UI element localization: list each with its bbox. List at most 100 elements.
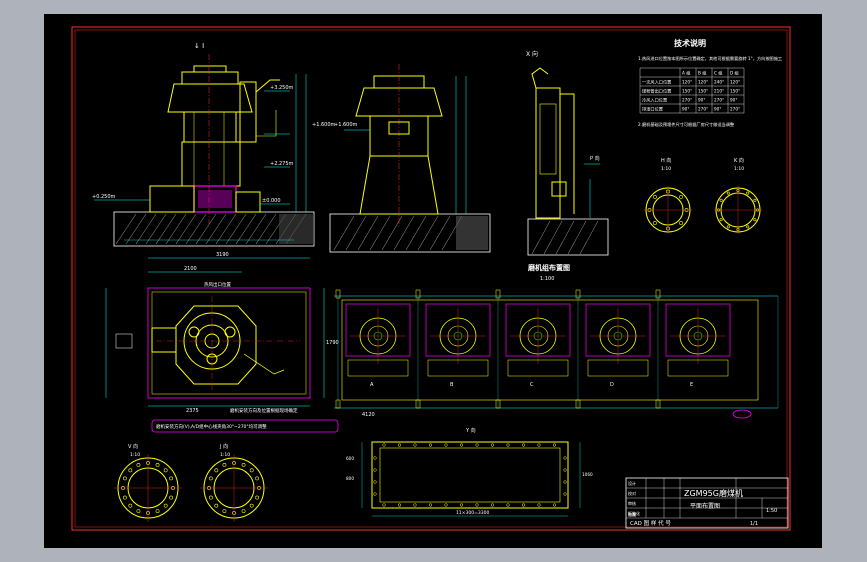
flange-hole xyxy=(373,468,377,472)
tech-note-1: 1.热风进口位置按本图所示位置确定，其他可根据需要旋转 1°，方向按图施工 xyxy=(638,55,782,62)
detail-j-title: J 向 xyxy=(219,443,228,450)
bolt-hole xyxy=(209,476,213,481)
bolt-hole xyxy=(653,221,657,225)
mill-group-layout: 磨机组布置图 1:100 A B C D E 4120 xyxy=(334,263,779,419)
cad-drawing-canvas[interactable]: ↓ Ⅰ +3.250m +1.600m +2.275m +0.250m ±0.0… xyxy=(44,14,822,548)
bolt-hole xyxy=(249,468,254,473)
flange-dim-t1: 600 xyxy=(346,456,354,461)
column-label-a: A xyxy=(370,382,374,388)
flange-hole xyxy=(563,456,567,460)
detail-v-scale: 1:10 xyxy=(130,452,140,458)
column-label-e: E xyxy=(690,382,693,388)
table-cell: 240° xyxy=(714,80,724,85)
flange-hole xyxy=(490,503,495,507)
bolt-hole xyxy=(163,503,168,508)
bolt-hole xyxy=(719,218,723,222)
bolt-hole xyxy=(123,476,127,481)
mill-unit-base xyxy=(427,359,489,377)
bolt-hole xyxy=(128,503,133,508)
table-cell: 270° xyxy=(714,98,724,103)
column-label-b: B xyxy=(450,382,454,388)
flange-hole xyxy=(563,492,567,496)
table-cell: 煤粉管出口位置 xyxy=(642,88,671,95)
flange-hole xyxy=(428,443,433,447)
flange-hole xyxy=(373,492,377,496)
plan-direction-note: 磨机安装方向及位置根据现场确定 xyxy=(230,407,298,414)
plan-dim-second: 2100 xyxy=(184,266,197,272)
flange-hole xyxy=(413,503,417,507)
mill-front-elevation: +1.600m xyxy=(329,64,491,253)
title-drawing-sub: 平面布置图 xyxy=(690,502,720,510)
bolt-hole xyxy=(753,198,757,202)
table-cell: 排渣口位置 xyxy=(642,106,663,113)
mill-unit-base xyxy=(667,359,729,377)
tech-note-2: 2.磨机基础及预埋件尺寸可根据厂房尺寸做适当调整 xyxy=(638,121,735,128)
column-marker xyxy=(575,289,581,299)
flange-hole xyxy=(459,443,464,447)
mill-side-elevation: ↓ Ⅰ +3.250m +1.600m +2.275m +0.250m ±0.0… xyxy=(92,42,336,247)
column-marker xyxy=(495,289,501,299)
title-cell-label: 审核 xyxy=(628,500,636,506)
flange-hole xyxy=(552,503,557,507)
plan-dim-bottom: 2375 xyxy=(186,408,199,414)
table-cell: 120° xyxy=(698,80,708,85)
column-marker xyxy=(415,289,421,299)
bolt-hole xyxy=(719,198,723,202)
flange-y-view: Y 向 11×300=3300 600 800 1060 xyxy=(346,427,593,517)
table-cell: 90° xyxy=(698,98,705,103)
flange-hole xyxy=(382,503,386,507)
bolt-hole xyxy=(222,509,227,513)
flange-hole xyxy=(506,443,510,447)
title-cell-label: 设计 xyxy=(628,480,636,486)
title-drawing-name: ZGM95G磨煤机 xyxy=(684,488,743,498)
bolt-hole xyxy=(746,225,750,229)
flange-y-title: Y 向 xyxy=(465,427,476,434)
flange-hole xyxy=(506,503,510,507)
flange-hole xyxy=(397,503,402,507)
bolt-hole xyxy=(136,463,141,467)
bolt-hole xyxy=(163,468,168,473)
bolt-hole xyxy=(214,468,219,473)
flange-hole xyxy=(490,443,495,447)
detail-k-view: K 向 1:10 xyxy=(714,157,762,234)
bolt-hole xyxy=(241,463,246,467)
bolt-hole xyxy=(249,503,254,508)
table-cell: 270° xyxy=(730,107,740,112)
mill-plan-view: 3190 2100 2375 1790 热风出口位置 磨机安装方向及位置根据现场… xyxy=(105,252,339,433)
bolt-hole xyxy=(123,495,127,500)
flange-hole xyxy=(563,480,567,484)
elevation-label-2: +1.600m xyxy=(312,122,336,128)
flange-hole xyxy=(373,456,377,460)
table-cell: 150° xyxy=(730,89,740,94)
table-cell: 150° xyxy=(698,89,708,94)
elevation-label-5: ±0.000 xyxy=(262,198,281,204)
mill-unit-base xyxy=(587,359,649,377)
flange-hole xyxy=(428,503,433,507)
title-sheet: 1/1 xyxy=(750,521,758,527)
flange-hole xyxy=(521,503,526,507)
title-cell-label: 日期 xyxy=(628,511,636,517)
bolt-hole xyxy=(746,191,750,195)
column-label-d: D xyxy=(610,382,614,388)
bolt-hole xyxy=(255,495,259,500)
layout-dim-left: 4120 xyxy=(362,412,375,418)
flange-hole xyxy=(444,443,448,447)
table-cell: 120° xyxy=(730,80,740,85)
column-marker xyxy=(335,289,341,299)
bolt-hole xyxy=(169,476,173,481)
detail-v-view: V 向 1:10 xyxy=(114,443,182,522)
bolt-hole xyxy=(241,509,246,513)
flange-hole xyxy=(475,443,479,447)
title-scale: 1:50 xyxy=(766,508,777,514)
table-cell: 120° xyxy=(682,80,692,85)
title-footer: CAD 图 样 代 号 xyxy=(630,519,671,527)
elevation-label-1: +3.250m xyxy=(270,85,294,91)
column-labels: A B C D E xyxy=(370,382,693,388)
flange-dim-bottom: 11×300=3300 xyxy=(456,510,489,516)
mill-end-view: X 向 P 向 xyxy=(526,50,609,256)
mill-unit-base xyxy=(507,359,569,377)
flange-bolt-holes xyxy=(373,443,567,507)
view-x-label: X 向 xyxy=(526,50,538,58)
plan-dim-top: 3190 xyxy=(216,252,229,258)
